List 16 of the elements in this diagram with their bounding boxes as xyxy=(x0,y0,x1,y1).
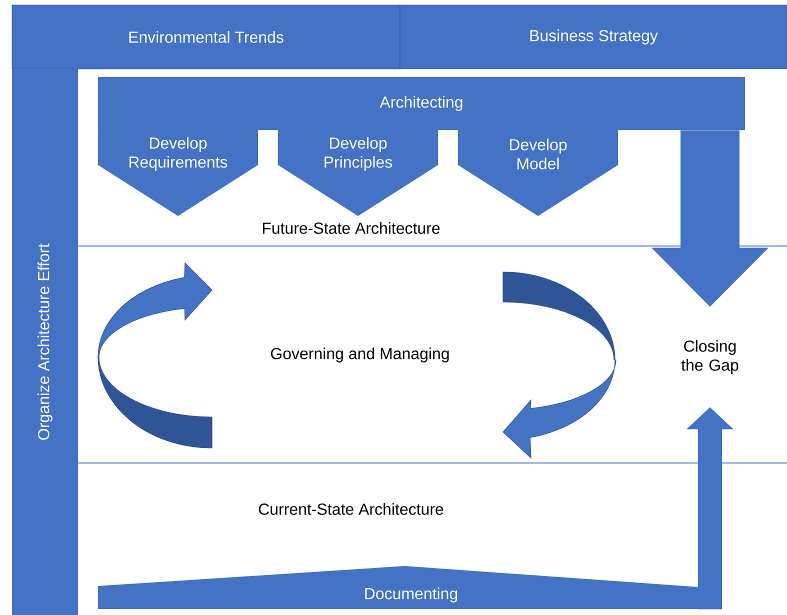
process-band: Documenting xyxy=(98,566,712,609)
node-label: Develop Principles xyxy=(324,137,392,171)
zone-label: Governing and Managing xyxy=(270,348,449,362)
node-label: Documenting xyxy=(365,588,458,602)
block-arrow xyxy=(686,407,734,610)
side-bar: Organize Architecture Effort xyxy=(12,69,78,615)
header-box: Business Strategy xyxy=(400,4,787,70)
zone-label: Future-State Architecture xyxy=(262,222,440,234)
text-label: Closing the Gap xyxy=(681,340,738,374)
zone-label: Current-State Architecture xyxy=(258,503,444,515)
block-arrow xyxy=(652,130,768,307)
node-label: Organize Architecture Effort xyxy=(38,244,52,440)
node-label: Develop Model xyxy=(510,138,567,170)
header-box: Environmental Trends xyxy=(12,4,400,70)
node-label: Architecting xyxy=(380,96,462,111)
node-label: Develop Requirements xyxy=(130,137,228,171)
